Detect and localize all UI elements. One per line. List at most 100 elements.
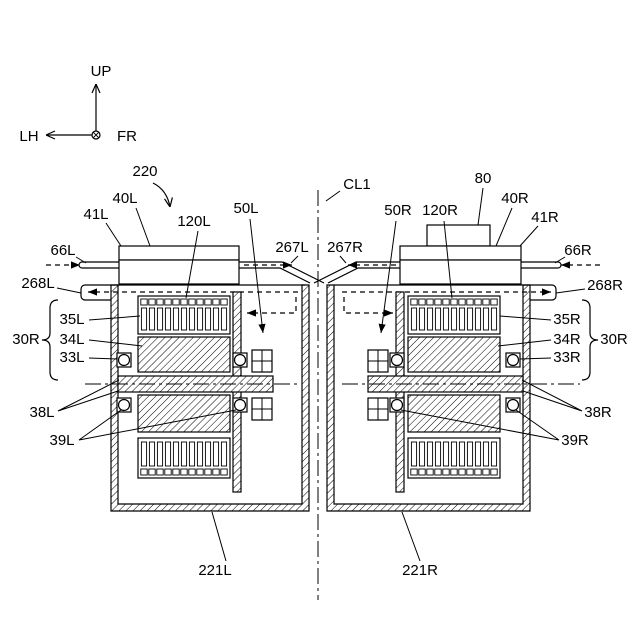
coil-end-cell [491, 299, 497, 305]
coil-end-cell [483, 469, 489, 475]
coil-winding-bar [165, 442, 170, 466]
core-34R [408, 337, 500, 372]
coil-winding-bar [149, 308, 154, 330]
label-50R: 50R [384, 202, 412, 219]
left-unit-internals [117, 292, 273, 492]
coil-end-cell [451, 299, 457, 305]
coil-winding-bar [419, 442, 424, 466]
coil-end-cell [443, 299, 449, 305]
coil-end-cell [165, 469, 171, 475]
coil-winding-bar [451, 308, 456, 330]
gear-stack-right-lower [368, 398, 388, 420]
coil-120R [408, 296, 500, 334]
coil-winding-bar [197, 442, 202, 466]
top-block-upper-left [119, 246, 239, 260]
coil-winding-bar [443, 308, 448, 330]
coil-end-cell [165, 299, 171, 305]
coil-winding-bar [427, 308, 432, 330]
reference-labels: 80 41L 40L 120L 50L 267L 267R 50R 120R 4… [12, 170, 628, 579]
label-fr: FR [117, 128, 137, 145]
coil-lower-left [138, 438, 230, 478]
coil-end-cell [141, 469, 147, 475]
label-38R: 38R [584, 404, 612, 421]
bearing-lower-left-outer [117, 398, 131, 412]
label-80: 80 [475, 170, 492, 187]
coil-winding-bar [411, 308, 416, 330]
coil-winding-bar [221, 308, 226, 330]
coil-end-cell [427, 469, 433, 475]
coil-winding-bar [157, 442, 162, 466]
coil-end-cell [213, 299, 219, 305]
coil-end-cell [443, 469, 449, 475]
coil-winding-bar [435, 308, 440, 330]
coil-end-cell [451, 469, 457, 475]
coil-winding-bar [189, 442, 194, 466]
leader-220 [153, 183, 170, 207]
coil-winding-bar [475, 442, 480, 466]
coil-winding-bar [483, 442, 488, 466]
coil-end-cell [435, 299, 441, 305]
brace-left [42, 300, 58, 380]
label-40L: 40L [112, 190, 137, 207]
coil-winding-bar [205, 442, 210, 466]
label-up: UP [91, 63, 112, 80]
coil-120L [138, 296, 230, 334]
coil-winding-bar [427, 442, 432, 466]
coil-winding-bar [459, 442, 464, 466]
coil-end-cell [141, 299, 147, 305]
leader-41L [106, 223, 121, 246]
label-34L: 34L [59, 331, 84, 348]
label-33L: 33L [59, 349, 84, 366]
coil-winding-bar [483, 308, 488, 330]
label-lh: LH [19, 128, 38, 145]
label-41L: 41L [83, 206, 108, 223]
leader-268L [57, 288, 81, 293]
coil-end-cell [149, 469, 155, 475]
coil-lower-right [408, 438, 500, 478]
coil-winding-bar [221, 442, 226, 466]
label-221L: 221L [198, 562, 231, 579]
coil-winding-bar [459, 308, 464, 330]
coil-winding-bar [173, 442, 178, 466]
label-50L: 50L [233, 200, 258, 217]
gear-stack-left-lower [252, 398, 272, 420]
label-cl1: CL1 [343, 176, 371, 193]
label-268R: 268R [587, 277, 623, 294]
coil-winding-bar [189, 308, 194, 330]
coil-end-cell [459, 469, 465, 475]
flow-arrow-50R [381, 221, 396, 333]
bearing-lower-right-outer [506, 398, 520, 412]
coil-winding-bar [467, 442, 472, 466]
brace-right [582, 300, 598, 380]
coil-end-cell [419, 469, 425, 475]
leader-cl1 [326, 191, 340, 201]
coil-end-cell [419, 299, 425, 305]
front-symbol-cross [93, 132, 99, 138]
coil-end-cell [181, 299, 187, 305]
coil-end-cell [411, 469, 417, 475]
coil-winding-bar [197, 308, 202, 330]
coil-winding-bar [491, 308, 496, 330]
label-35L: 35L [59, 311, 84, 328]
coil-end-cell [189, 469, 195, 475]
label-41R: 41R [531, 209, 559, 226]
label-38L: 38L [29, 404, 54, 421]
leader-40R [496, 208, 512, 246]
leader-268R [556, 289, 585, 293]
leader-40L [136, 208, 150, 246]
coil-end-cell [475, 469, 481, 475]
coil-end-cell [173, 469, 179, 475]
leader-267R [340, 256, 346, 263]
core-34L [138, 337, 230, 372]
block-80 [427, 225, 490, 246]
label-66R: 66R [564, 242, 592, 259]
coil-winding-bar [205, 308, 210, 330]
label-39R: 39R [561, 432, 589, 449]
coil-end-cell [491, 469, 497, 475]
coil-end-cell [411, 299, 417, 305]
leader-267L [291, 256, 298, 263]
coil-end-cell [197, 299, 203, 305]
leader-221R [402, 512, 420, 561]
label-66L: 66L [50, 242, 75, 259]
